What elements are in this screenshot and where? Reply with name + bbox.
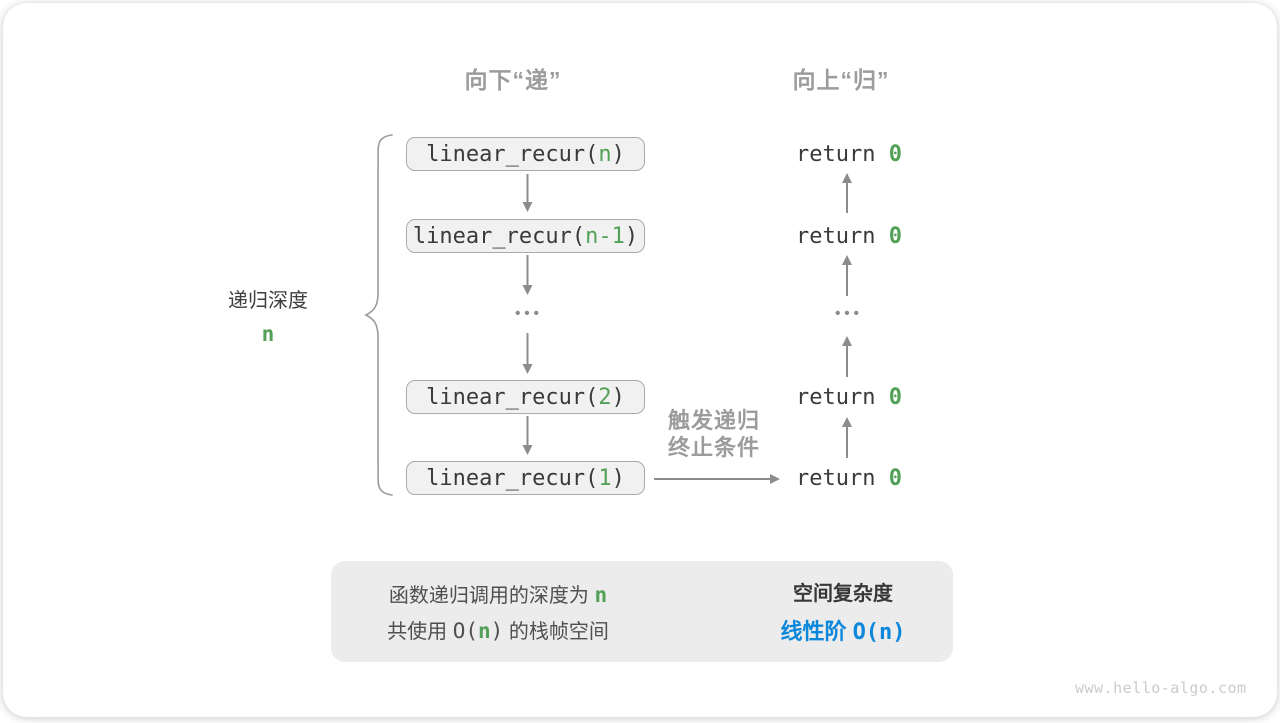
- summary-box: [331, 561, 953, 662]
- call-code: ): [611, 465, 625, 491]
- summary-line1-var: n: [594, 583, 608, 607]
- return-value: 0: [888, 142, 902, 167]
- summary-line2-code: ): [490, 619, 504, 643]
- trigger-line2: 终止条件: [667, 435, 760, 460]
- recursion-depth-label: 递归深度 n: [203, 284, 333, 346]
- depth-brace: [364, 134, 393, 496]
- depth-title: 递归深度: [228, 290, 308, 312]
- complexity-result: 线性阶 O(n): [780, 614, 905, 646]
- summary-line2-var: n: [477, 619, 491, 643]
- column-title-descend: 向下“递”: [464, 67, 562, 93]
- diagram-card: 向下“递” 向上“归” linear_recur(n) linear_recur…: [3, 3, 1277, 717]
- watermark-url: www.hello-algo.com: [1075, 679, 1247, 697]
- call-box-n: linear_recur(n): [406, 137, 645, 171]
- summary-line1-text: 函数递归调用的深度为: [388, 585, 595, 607]
- complexity-conclusion: 空间复杂度 线性阶 O(n): [768, 561, 918, 662]
- call-code: ): [611, 141, 625, 167]
- return-value: 0: [888, 466, 902, 491]
- return-value: 0: [888, 385, 902, 410]
- return-code: return: [796, 224, 889, 249]
- complexity-result-code: O(n): [852, 620, 906, 645]
- call-code: ): [624, 223, 639, 249]
- complexity-title: 空间复杂度: [793, 583, 893, 605]
- summary-explanation: 函数递归调用的深度为 n 共使用 O(n) 的栈帧空间: [333, 561, 663, 662]
- complexity-result-label: 线性阶: [780, 619, 853, 644]
- call-code: linear_recur(: [426, 384, 599, 410]
- summary-line2-pre: 共使用: [387, 621, 453, 643]
- ellipsis-right: •••: [835, 305, 863, 322]
- return-statement: return 0: [783, 465, 915, 491]
- return-statement: return 0: [783, 384, 915, 410]
- call-code: ): [611, 384, 625, 410]
- return-code: return: [796, 466, 889, 491]
- summary-line2: 共使用 O(n) 的栈帧空间: [387, 615, 609, 644]
- call-code: linear_recur(: [426, 141, 599, 167]
- column-title-return: 向上“归”: [792, 67, 890, 93]
- call-box-1: linear_recur(1): [406, 461, 645, 495]
- depth-value: n: [261, 322, 275, 346]
- return-code: return: [796, 385, 889, 410]
- call-box-2: linear_recur(2): [406, 380, 645, 414]
- call-box-n-1: linear_recur(n-1): [406, 219, 645, 253]
- call-arg: 2: [598, 384, 612, 410]
- call-arg: n: [598, 141, 612, 167]
- call-arg: 1: [598, 465, 612, 491]
- call-arg: n-1: [585, 223, 625, 249]
- trigger-line1: 触发递归: [667, 408, 760, 433]
- return-statement: return 0: [783, 141, 915, 167]
- return-value: 0: [888, 224, 902, 249]
- return-statement: return 0: [783, 223, 915, 249]
- ellipsis-left: •••: [515, 305, 543, 322]
- return-code: return: [796, 142, 889, 167]
- termination-condition-label: 触发递归 终止条件: [649, 407, 779, 461]
- summary-line2-post: 的栈帧空间: [503, 621, 609, 643]
- call-code: linear_recur(: [412, 223, 586, 249]
- summary-line1: 函数递归调用的深度为 n: [389, 579, 607, 608]
- summary-line2-code: O(: [452, 619, 478, 643]
- call-code: linear_recur(: [426, 465, 599, 491]
